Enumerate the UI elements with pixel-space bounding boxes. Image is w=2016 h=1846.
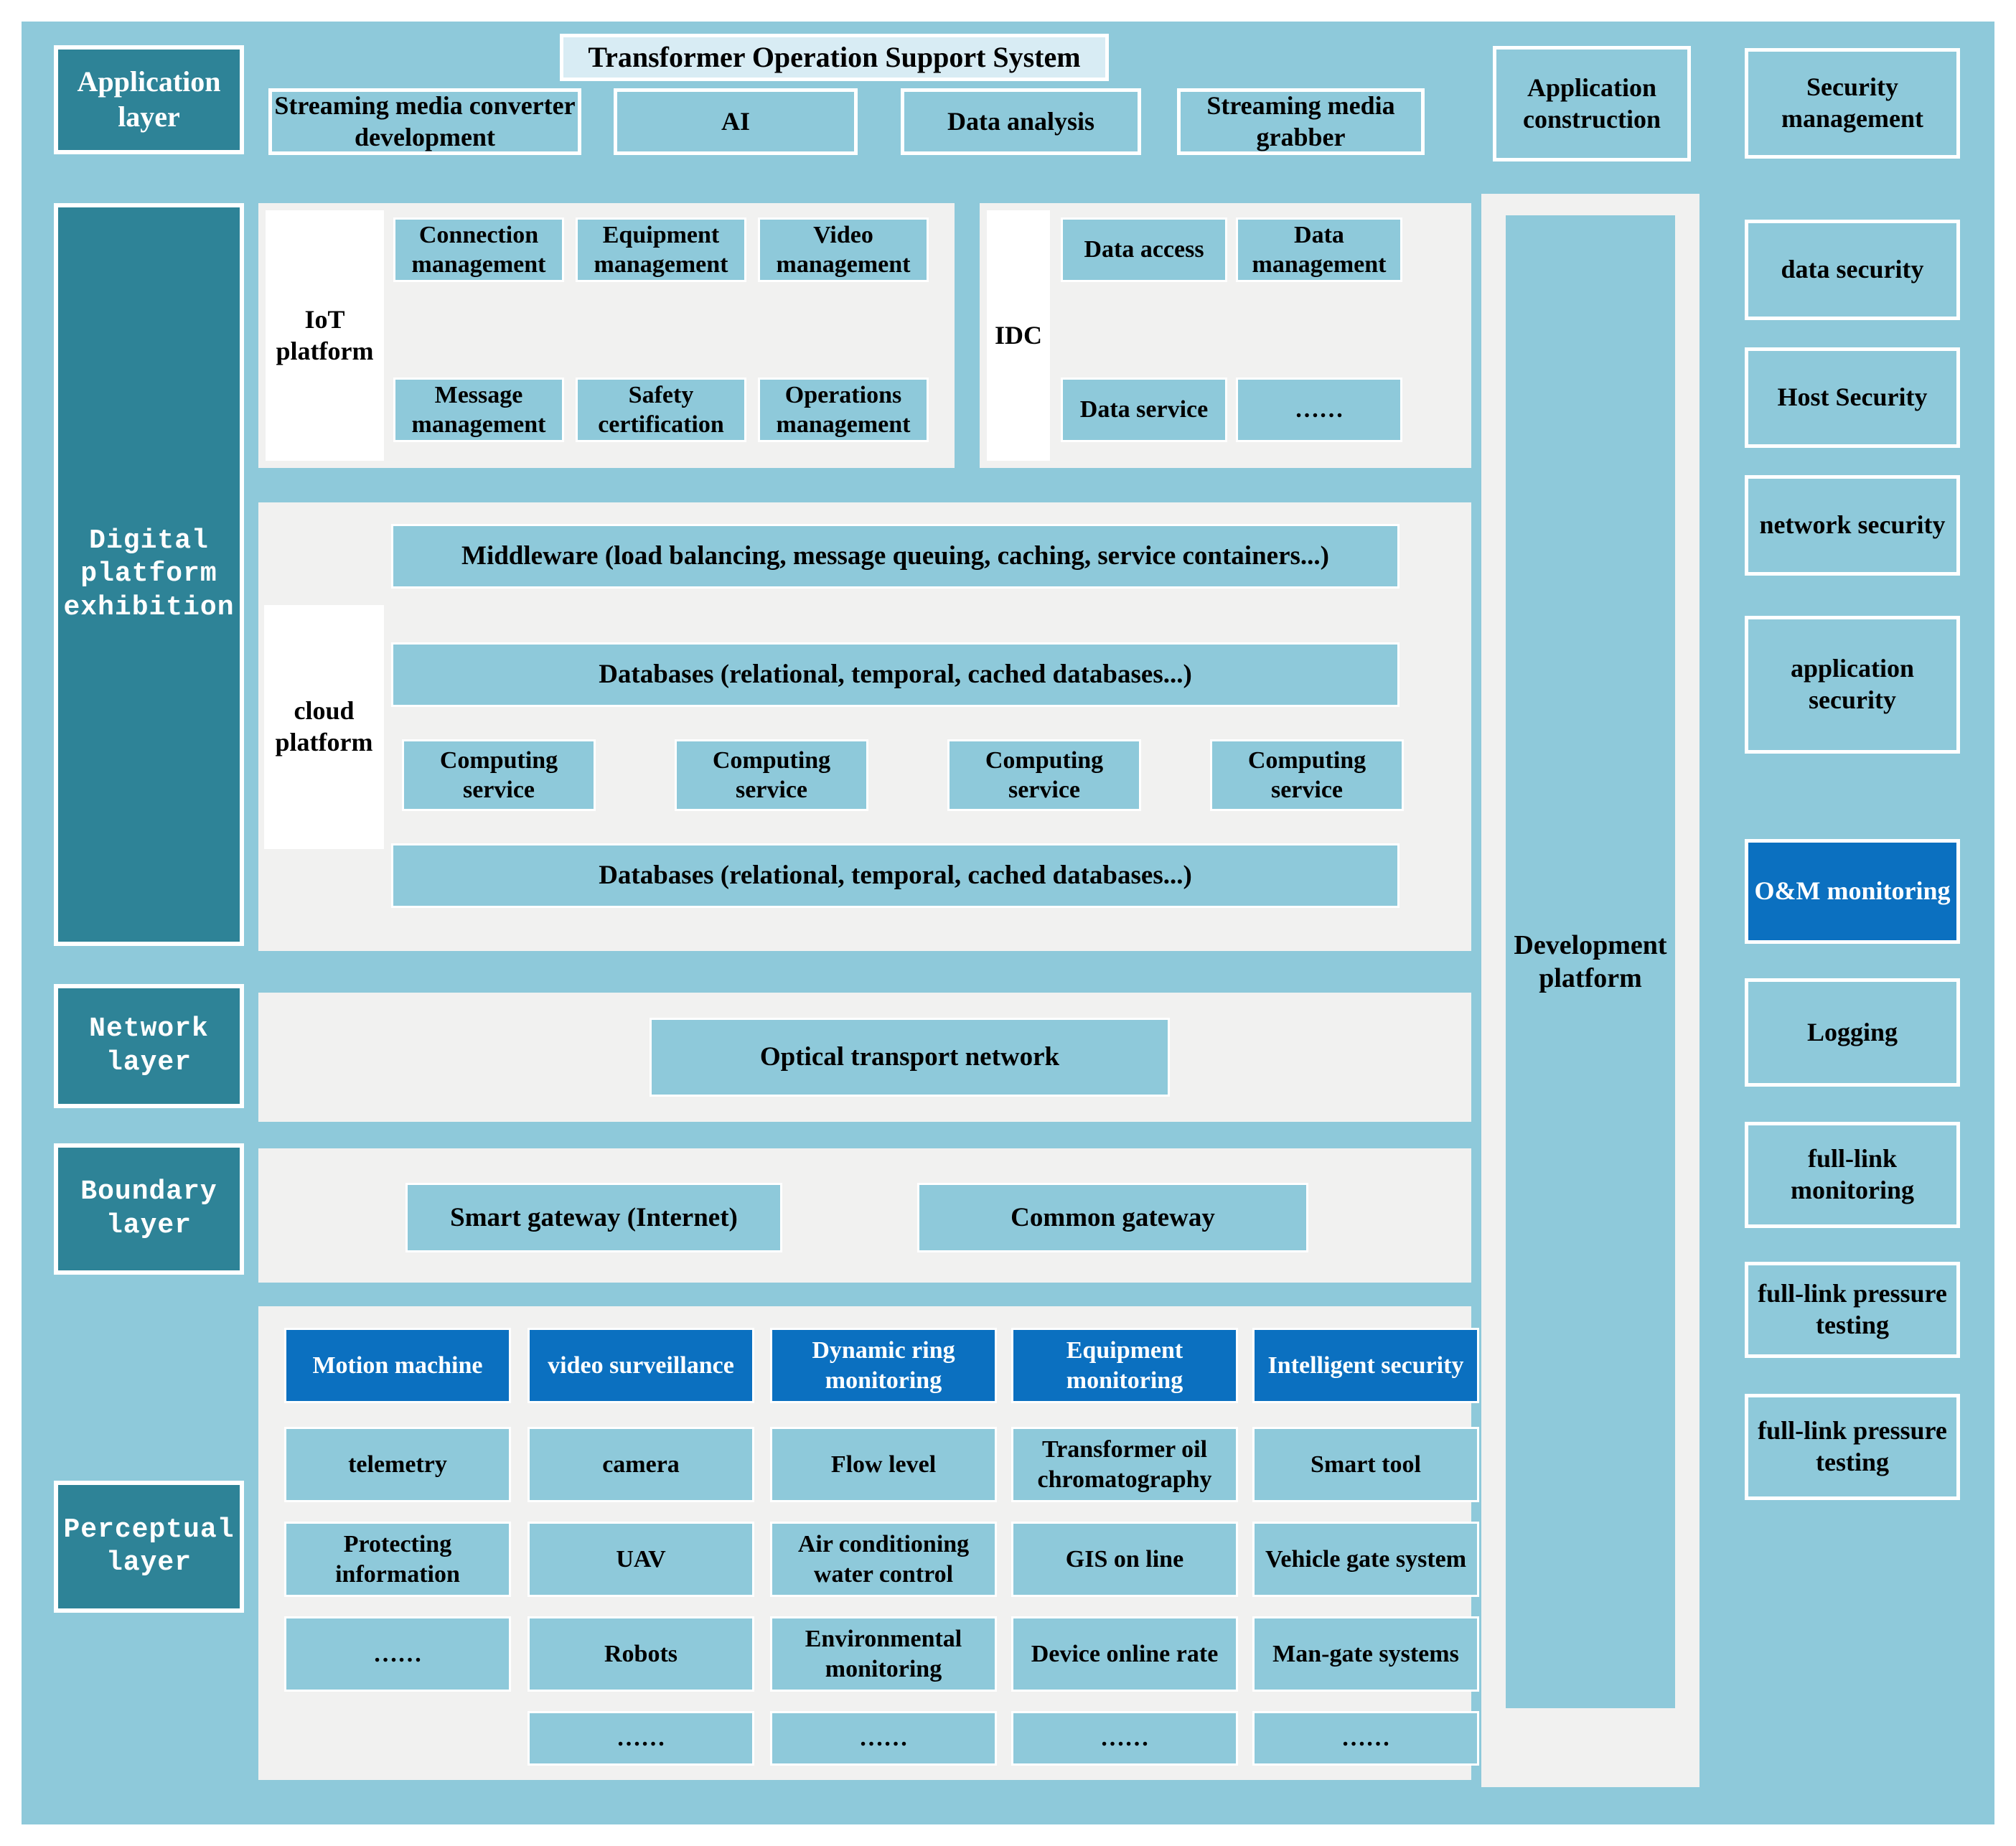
- box-common-gateway: Common gateway: [917, 1183, 1308, 1252]
- box-flow-level: Flow level: [770, 1427, 997, 1502]
- box-idc-more: ……: [1236, 378, 1402, 442]
- box-perceptual-more-3: ……: [770, 1711, 997, 1766]
- box-robots: Robots: [528, 1616, 754, 1692]
- security-box-host-security: Host Security: [1745, 347, 1960, 448]
- box-computing-service-3: Computing service: [947, 739, 1141, 811]
- app-box-security-management: Security management: [1745, 48, 1960, 159]
- layer-label-boundary: Boundary layer: [54, 1143, 244, 1275]
- box-camera: camera: [528, 1427, 754, 1502]
- layer-label-perceptual: Perceptual layer: [54, 1481, 244, 1613]
- app-box-data-analysis: Data analysis: [901, 88, 1141, 155]
- security-box-data-security: data security: [1745, 220, 1960, 320]
- perceptual-header-intelligent-security: Intelligent security: [1252, 1328, 1479, 1403]
- box-perceptual-more-4: ……: [1011, 1711, 1238, 1766]
- box-data-service: Data service: [1061, 378, 1227, 442]
- bar-middleware: Middleware (load balancing, message queu…: [391, 524, 1400, 589]
- box-telemetry: telemetry: [284, 1427, 511, 1502]
- box-perceptual-more-5: ……: [1252, 1711, 1479, 1766]
- layer-label-application: Application layer: [54, 45, 244, 154]
- box-protecting-information: Protecting information: [284, 1522, 511, 1597]
- box-transformer-oil-chromatography: Transformer oil chromatography: [1011, 1427, 1238, 1502]
- system-title: Transformer Operation Support System: [560, 34, 1109, 81]
- app-box-streaming-media-grabber: Streaming media grabber: [1177, 88, 1425, 155]
- box-optical-transport-network: Optical transport network: [650, 1018, 1170, 1097]
- app-box-streaming-media-converter: Streaming media converter development: [268, 88, 581, 155]
- layer-label-network: Network layer: [54, 984, 244, 1108]
- box-message-management: Message management: [393, 378, 564, 442]
- box-smart-gateway: Smart gateway (Internet): [405, 1183, 782, 1252]
- box-uav: UAV: [528, 1522, 754, 1597]
- box-vehicle-gate-system: Vehicle gate system: [1252, 1522, 1479, 1597]
- layer-label-digital-platform: Digital platform exhibition: [54, 203, 244, 946]
- perceptual-header-dynamic-ring-monitoring: Dynamic ring monitoring: [770, 1328, 997, 1403]
- box-computing-service-2: Computing service: [675, 739, 868, 811]
- app-box-ai: AI: [614, 88, 858, 155]
- box-equipment-management: Equipment management: [576, 217, 746, 282]
- idc-label: IDC: [987, 210, 1050, 461]
- iot-platform-label: IoT platform: [266, 210, 384, 461]
- security-box-om-monitoring: O&M monitoring: [1745, 839, 1960, 944]
- bar-databases-top: Databases (relational, temporal, cached …: [391, 642, 1400, 707]
- security-box-application-security: application security: [1745, 616, 1960, 754]
- development-platform-label: Development platform: [1506, 215, 1675, 1708]
- box-air-conditioning-water-control: Air conditioning water control: [770, 1522, 997, 1597]
- box-perceptual-more-2: ……: [528, 1711, 754, 1766]
- box-device-online-rate: Device online rate: [1011, 1616, 1238, 1692]
- bar-databases-bottom: Databases (relational, temporal, cached …: [391, 843, 1400, 908]
- security-box-network-security: network security: [1745, 475, 1960, 576]
- box-data-management: Data management: [1236, 217, 1402, 282]
- perceptual-header-equipment-monitoring: Equipment monitoring: [1011, 1328, 1238, 1403]
- perceptual-header-video-surveillance: video surveillance: [528, 1328, 754, 1403]
- box-data-access: Data access: [1061, 217, 1227, 282]
- box-operations-management: Operations management: [758, 378, 929, 442]
- security-box-full-link-pressure-testing-1: full-link pressure testing: [1745, 1262, 1960, 1358]
- box-smart-tool: Smart tool: [1252, 1427, 1479, 1502]
- security-box-logging: Logging: [1745, 978, 1960, 1087]
- perceptual-header-motion-machine: Motion machine: [284, 1328, 511, 1403]
- cloud-platform-label: cloud platform: [264, 605, 384, 849]
- security-box-full-link-pressure-testing-2: full-link pressure testing: [1745, 1394, 1960, 1500]
- box-gis-on-line: GIS on line: [1011, 1522, 1238, 1597]
- box-perceptual-more-1: ……: [284, 1616, 511, 1692]
- box-man-gate-systems: Man-gate systems: [1252, 1616, 1479, 1692]
- box-computing-service-1: Computing service: [402, 739, 596, 811]
- app-box-application-construction: Application construction: [1493, 46, 1691, 161]
- box-environmental-monitoring: Environmental monitoring: [770, 1616, 997, 1692]
- box-safety-certification: Safety certification: [576, 378, 746, 442]
- box-video-management: Video management: [758, 217, 929, 282]
- security-box-full-link-monitoring: full-link monitoring: [1745, 1122, 1960, 1228]
- box-connection-management: Connection management: [393, 217, 564, 282]
- box-computing-service-4: Computing service: [1210, 739, 1404, 811]
